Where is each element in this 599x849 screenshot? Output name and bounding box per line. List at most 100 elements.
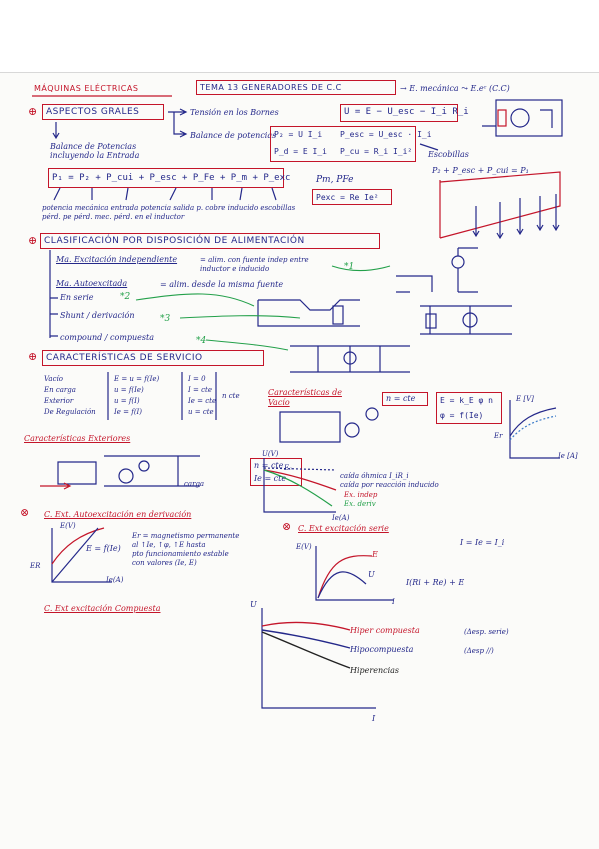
curve-note-hipo: (Δesp //)	[464, 647, 494, 655]
vacio-axis-ie: Ie [A]	[558, 452, 578, 460]
serie-label: En serie	[60, 293, 94, 302]
aspectos-box	[42, 104, 164, 120]
row-name-carga: En carga	[44, 386, 76, 394]
servicio-box	[42, 350, 264, 366]
vacio-eq1: E = k_E φ n	[440, 396, 493, 405]
tension-equation: U = E − U_esc − I_i R_i	[344, 107, 469, 117]
exteriores-cond-box	[250, 458, 302, 486]
mark-2: *2	[120, 292, 131, 302]
serie-title: C. Ext excitación serie	[298, 524, 389, 533]
ext-note-reaccion: caída por reacción inducido	[340, 481, 439, 489]
balance-eq-pcu: P_cu = R_i I_i²	[340, 147, 413, 156]
curve-label-hipo: Hipocompuesta	[350, 645, 414, 654]
row-func-exterior: u = f(I)	[114, 397, 140, 405]
cross-bullet: ⊗	[20, 506, 30, 519]
section-bullet: ⊕	[28, 234, 38, 247]
row-cond-regulacion: u = cte	[188, 408, 214, 416]
serie-label-e: E	[372, 550, 378, 559]
pexc-eq: Pexc = Re Ie²	[316, 193, 379, 202]
vacio-n-box	[382, 392, 428, 406]
serie-label-u: U	[368, 570, 375, 579]
tension-eq-box	[340, 104, 458, 122]
row-name-exterior: Exterior	[44, 397, 74, 405]
page-heading: MÁQUINAS ELÉCTRICAS	[34, 84, 139, 93]
vacio-n: n = cte	[386, 394, 416, 403]
exteriores-carga: carga	[184, 480, 205, 488]
row-name-regulacion: De Regulación	[44, 408, 96, 416]
compuesta-axis-i: I	[372, 714, 376, 723]
balance-eq-pesc: P_esc = U_esc · I_i	[340, 130, 432, 139]
mark-4: *4	[196, 336, 207, 346]
row-cond-vacio: I = 0	[188, 375, 206, 383]
pm-pfe: Pm, PFe	[316, 175, 354, 185]
power-right-eq: P₂ + P_esc + P_cui = P₁	[432, 166, 529, 175]
escobillas-label: Escobillas	[428, 150, 469, 159]
vacio-eq2: φ = f(Ie)	[440, 411, 484, 420]
ext-axis-u: U(V)	[262, 450, 279, 458]
energy-conversion: → E. mecánica ⤳ E.eᶜ (C.C)	[400, 84, 510, 93]
row-func-carga: u = f(Ie)	[114, 386, 144, 394]
ext-note-ohmica: caída óhmica I_iR_i	[340, 472, 409, 480]
row-cond-carga: I = cte	[188, 386, 212, 394]
clasificacion-box	[40, 233, 380, 249]
autoexc-title: C. Ext. Autoexcitación en derivación	[44, 510, 192, 519]
balance-eq-pd: P_d = E I_i	[274, 147, 327, 156]
cross-bullet: ⊗	[282, 520, 292, 533]
section-bullet: ⊕	[28, 350, 38, 363]
ext-note-deriv: Ex. deriv	[344, 500, 376, 508]
ext-note-indep: Ex. indep	[344, 491, 378, 499]
section-bullet: ⊕	[28, 105, 38, 118]
serie-axis-e: E(V)	[296, 543, 312, 551]
n-cte: n cte	[222, 392, 240, 400]
serie-eq: I = Ie = I_i	[460, 538, 505, 547]
independiente-label: Ma. Excitación independiente	[56, 255, 178, 264]
compuesta-axis-u: U	[250, 600, 257, 609]
curve-label-hiper: Hiper compuesta	[350, 626, 420, 635]
autoexcitada-note: = alim. desde la misma fuente	[160, 280, 284, 289]
autoexc-axis-er: ER	[30, 562, 41, 570]
clasificacion-heading: CLASIFICACIÓN POR DISPOSICIÓN DE ALIMENT…	[44, 236, 305, 246]
curve-note-hiper: (Δesp. serie)	[464, 628, 509, 636]
topic-box	[196, 80, 396, 95]
autoexc-axis-e: E(V)	[60, 522, 76, 530]
balance-box	[270, 126, 416, 162]
topic-title: TEMA 13 GENERADORES DE C.C	[200, 83, 342, 92]
serie-axis-i: I	[392, 598, 395, 606]
power-total-eq: P₁ = P₂ + P_cui + P_esc + P_Fe + P_m + P…	[52, 173, 291, 183]
vacio-eq-box	[436, 392, 502, 424]
serie-formula: I(Ri + Re) + E	[406, 578, 465, 587]
vacio-title: Características de Vacío	[268, 388, 342, 407]
shunt-label: Shunt / derivación	[60, 311, 135, 320]
autoexc-note: Er = magnetismo permanente al ↑Ie, ↑φ, ↑…	[132, 532, 240, 567]
vacio-axis-er: Er	[494, 432, 503, 440]
mark-3: *3	[160, 314, 171, 324]
compuesta-title: C. Ext excitación Compuesta	[44, 604, 161, 613]
loss-labels: potencia mecánica entrada potencia salid…	[42, 204, 296, 221]
mark-1: *1	[344, 262, 355, 272]
row-func-vacio: E = u = f(Ie)	[114, 375, 160, 383]
independiente-note: = alim. con fuente indep entre inductor …	[200, 256, 309, 273]
curve-label-hiperencias: Hiperencias	[350, 666, 400, 675]
compound-label: compound / compuesta	[60, 333, 155, 342]
row-cond-exterior: Ie = cte	[188, 397, 217, 405]
generator-circuit	[495, 99, 563, 137]
pexc-box	[312, 189, 392, 205]
tension-label: Tensión en los Bornes	[190, 108, 279, 117]
row-name-vacio: Vacío	[44, 375, 63, 383]
ext-axis-ie: Ie(A)	[332, 514, 350, 522]
balance-label: Balance de potencias	[190, 131, 277, 140]
exteriores-cond2: Ie = cte	[254, 474, 287, 483]
servicio-heading: CARACTERÍSTICAS DE SERVICIO	[46, 353, 203, 363]
exteriores-title: Características Exteriores	[24, 434, 131, 443]
balance-eq-p2: P₂ = U I_i	[274, 130, 323, 139]
autoexc-eq: E = f(Ie)	[86, 544, 121, 553]
autoexcitada-label: Ma. Autoexcitada	[56, 279, 128, 288]
ext-axis-e0: E₀	[284, 464, 292, 472]
autoexc-axis-ie: Ie(A)	[106, 576, 124, 584]
aspectos-heading: ASPECTOS GRALES	[46, 107, 140, 117]
notebook-page	[0, 72, 599, 849]
exteriores-cond1: n = cte	[254, 461, 284, 470]
vacio-axis-e: E [V]	[516, 395, 534, 403]
balance-entrada: Balance de Potencias incluyendo la Entra…	[50, 142, 140, 160]
